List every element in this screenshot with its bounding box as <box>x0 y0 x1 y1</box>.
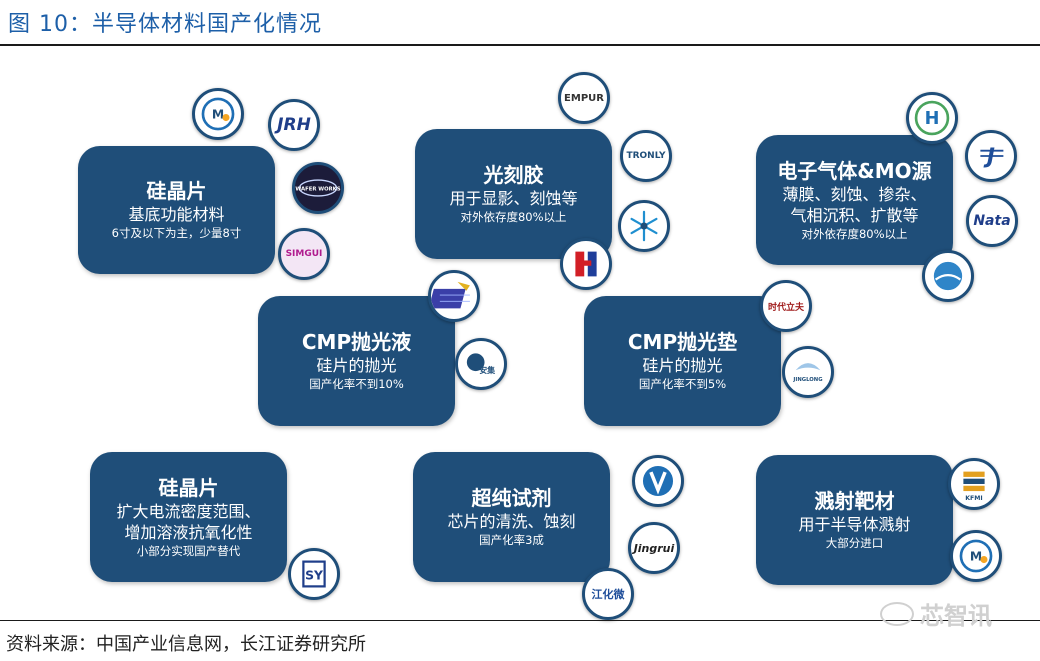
empur-logo-text: EMPUR <box>564 92 604 104</box>
simgui-logo-icon: SIMGUI <box>278 228 330 280</box>
wechat-icon <box>880 601 914 626</box>
svg-text:M: M <box>212 107 224 121</box>
wafer-works-logo-text: WAFER WORKS <box>295 187 340 193</box>
source-note: 资料来源：中国产业信息网，长江证券研究所 <box>6 634 366 655</box>
card-heading: 光刻胶 <box>483 163 544 187</box>
jianghuawei-logo-icon: 江化微 <box>582 568 634 620</box>
h-green-logo-icon: H <box>906 92 958 144</box>
shidai-logo-icon: 时代立夫 <box>760 280 812 332</box>
anji-logo-icon: 安集 <box>455 338 507 390</box>
card-photoresist: 光刻胶 用于显影、刻蚀等 对外依存度80%以上 <box>415 129 612 259</box>
card-heading: CMP抛光液 <box>301 330 412 354</box>
red-blue-logo-icon <box>560 238 612 290</box>
shidai-logo-text: 时代立夫 <box>767 302 804 313</box>
jinglong-logo-text: JINGLONG <box>792 377 822 383</box>
jinglong-logo-icon: JINGLONG <box>782 346 834 398</box>
card-heading: 溅射靶材 <box>814 489 895 513</box>
card-note: 国产化率3成 <box>479 533 544 547</box>
simgui-logo-text: SIMGUI <box>285 249 323 259</box>
card-sub: 增加溶液抗氧化性 <box>124 522 253 542</box>
card-electronic-gas: 电子气体&MO源 薄膜、刻蚀、掺杂、 气相沉积、扩散等 对外依存度80%以上 <box>756 135 953 265</box>
card-silicon-wafer: 硅晶片 基底功能材料 6寸及以下为主，少量8寸 <box>78 146 275 274</box>
m-circle-logo-icon: M <box>192 88 244 140</box>
card-sputter-target: 溅射靶材 用于半导体溅射 大部分进口 <box>756 455 953 585</box>
svg-text:M: M <box>970 549 982 563</box>
card-sub: 硅片的抛光 <box>642 356 723 375</box>
figure-title: 图 10：半导体材料国产化情况 <box>8 12 322 37</box>
card-silicon-wafer-2: 硅晶片 扩大电流密度范围、 增加溶液抗氧化性 小部分实现国产替代 <box>90 452 287 582</box>
svg-text:SY: SY <box>305 568 324 582</box>
card-note: 国产化率不到10% <box>309 377 404 391</box>
card-cmp-slurry: CMP抛光液 硅片的抛光 国产化率不到10% <box>258 296 455 426</box>
card-sub: 用于显影、刻蚀等 <box>449 189 578 208</box>
nata-logo-text: Nata <box>973 213 1011 229</box>
card-heading: 超纯试剂 <box>471 486 552 510</box>
tronly-logo-icon: TRONLY <box>620 130 672 182</box>
kfmi-logo-text: KFMI <box>965 495 982 502</box>
card-sub: 用于半导体溅射 <box>798 515 911 534</box>
snowflake-logo-icon <box>618 200 670 252</box>
v-logo-icon <box>632 455 684 507</box>
card-note: 对外依存度80%以上 <box>460 210 567 224</box>
jingrui-logo-icon: Jingrui <box>628 522 680 574</box>
card-sub: 扩大电流密度范围、 <box>116 501 261 521</box>
card-sub: 芯片的清洗、蚀刻 <box>447 512 576 531</box>
card-heading: 硅晶片 <box>158 475 219 500</box>
watermark-text: 芯智讯 <box>920 602 992 630</box>
jrh-logo-text: JRH <box>277 115 311 135</box>
card-heading: 电子气体&MO源 <box>777 158 932 183</box>
bottom-rule <box>0 620 1040 621</box>
watermark: 芯智讯 <box>880 596 992 631</box>
svg-text:H: H <box>925 109 940 129</box>
kfmi-logo-icon: KFMI <box>948 458 1000 510</box>
solar-panel-logo-icon <box>428 270 480 322</box>
top-rule <box>0 44 1040 46</box>
empur-logo-icon: EMPUR <box>558 72 610 124</box>
card-cmp-pad: CMP抛光垫 硅片的抛光 国产化率不到5% <box>584 296 781 426</box>
card-sub: 硅片的抛光 <box>316 356 397 375</box>
j-blue-logo-icon: J <box>965 130 1017 182</box>
card-heading: CMP抛光垫 <box>627 330 738 354</box>
card-heading: 硅晶片 <box>146 179 207 203</box>
nata-logo-icon: Nata <box>966 195 1018 247</box>
jingrui-logo-text: Jingrui <box>633 541 675 555</box>
card-sub: 基底功能材料 <box>128 205 225 224</box>
jrh-logo-icon: JRH <box>268 99 320 151</box>
card-note: 6寸及以下为主，少量8寸 <box>111 226 242 240</box>
card-note: 小部分实现国产替代 <box>136 543 241 558</box>
card-sub: 气相沉积、扩散等 <box>790 205 919 225</box>
jianghuawei-logo-text: 江化微 <box>591 588 625 601</box>
card-sub: 薄膜、刻蚀、掺杂、 <box>782 184 927 204</box>
tronly-logo-text: TRONLY <box>626 151 666 161</box>
card-note: 国产化率不到5% <box>638 377 727 391</box>
card-ultrapure-reagent: 超纯试剂 芯片的清洗、蚀刻 国产化率3成 <box>413 452 610 582</box>
card-note: 对外依存度80%以上 <box>801 226 908 241</box>
m-circle-logo-icon-2: M <box>950 530 1002 582</box>
wafer-works-logo-icon: WAFER WORKS <box>292 162 344 214</box>
blue-sphere-logo-icon <box>922 250 974 302</box>
anji-logo-text: 安集 <box>479 365 495 375</box>
sy-logo-icon: SY <box>288 548 340 600</box>
card-note: 大部分进口 <box>825 536 884 550</box>
